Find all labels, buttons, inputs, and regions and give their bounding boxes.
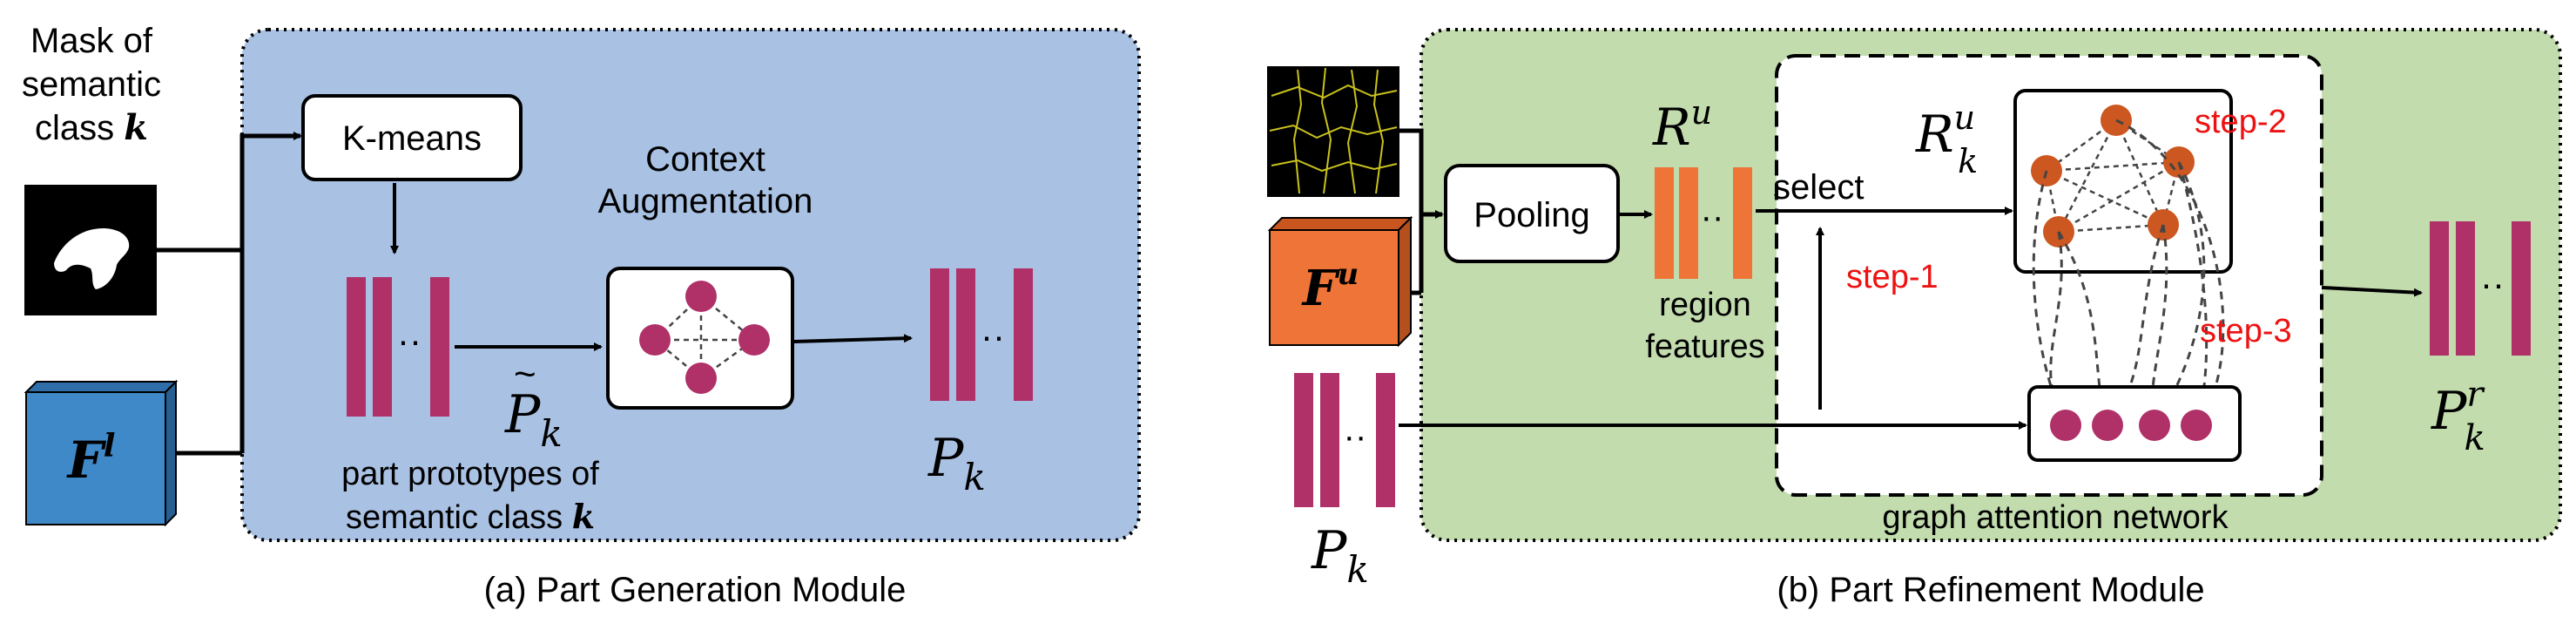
part-label-class-words: semantic class: [346, 499, 563, 536]
context-node: [685, 281, 717, 312]
context-node: [685, 363, 717, 394]
kmeans-box: [301, 94, 523, 181]
context-node: [639, 324, 671, 356]
feature-fu-cube-top: [1267, 217, 1413, 231]
output-bar-1: [930, 268, 949, 401]
part-label-line1: part prototypes of: [341, 456, 599, 492]
prototype-bar-1: [347, 277, 366, 417]
feature-fl-cube-top: [24, 381, 179, 393]
refined-dots: ··: [2480, 263, 2505, 304]
mask-label-line3: class k: [35, 107, 148, 148]
select-label: select: [1773, 168, 1865, 207]
panel-a-caption: (a) Part Generation Module: [484, 571, 907, 609]
pk-label-b: Pk: [1311, 520, 1369, 591]
context-node: [738, 324, 770, 356]
mask-label-line2: semantic: [22, 65, 161, 104]
prototype-node: [2092, 410, 2123, 441]
prototype-bar-2: [373, 277, 392, 417]
region-label-line1: region: [1659, 287, 1751, 323]
refined-bar-1: [2430, 221, 2449, 356]
prototype-node-box: [2027, 385, 2242, 462]
refined-bar-2: [2456, 221, 2475, 356]
refined-bar-3: [2512, 221, 2531, 356]
part-label-line2: semantic class k: [346, 497, 595, 536]
region-label-line2: features: [1645, 329, 1764, 365]
superpixel-boundaries: [1269, 67, 1398, 194]
region-bar-1: [1655, 167, 1674, 279]
output-bar-2: [956, 268, 975, 401]
step2-label: step-2: [2195, 104, 2287, 140]
input-prototype-bar-2: [1320, 373, 1339, 507]
step1-label: step-1: [1846, 259, 1939, 295]
feature-fu-cube-side: [1398, 215, 1412, 348]
feature-fu-label: Fu: [1301, 257, 1359, 317]
context-label-line1: Context: [645, 140, 765, 179]
region-bar-2: [1679, 167, 1698, 279]
to-output-arrow: [793, 334, 913, 343]
prototype-bar-3: [430, 277, 449, 417]
part-label-class-symbol: k: [572, 497, 595, 536]
mask-label-line1: Mask of: [30, 22, 153, 60]
input-prototype-dots: ··: [1344, 417, 1367, 456]
context-label-line2: Augmentation: [598, 182, 813, 220]
feature-fu-cube: [1269, 229, 1399, 346]
prototype-dots: ··: [397, 320, 421, 361]
pooling-label: Pooling: [1473, 196, 1589, 234]
ptilde-tilde: ~: [514, 353, 536, 396]
refined-output-arrow: [2321, 286, 2423, 297]
prototype-node: [2050, 410, 2081, 441]
output-dots: ··: [981, 315, 1005, 356]
region-dots: ··: [1701, 198, 1724, 236]
prototype-node: [2139, 410, 2170, 441]
output-bar-3: [1014, 268, 1033, 401]
panel-b-caption: (b) Part Refinement Module: [1777, 571, 2204, 609]
superpixel-connector: [1399, 128, 1424, 293]
mask-label-class-symbol: k: [124, 107, 148, 148]
feature-fl-label: Fl: [66, 428, 116, 490]
feature-fl-cube: [25, 391, 166, 525]
step3-label: step-3: [2200, 313, 2292, 349]
region-bar-3: [1733, 167, 1752, 279]
input-prototype-bar-3: [1376, 373, 1395, 507]
ptilde-label: Pk: [504, 384, 563, 455]
input-prototype-bar-1: [1294, 373, 1313, 507]
gat-label: graph attention network: [1882, 499, 2229, 536]
pk-label-a: Pk: [927, 428, 986, 498]
prototype-node: [2181, 410, 2212, 441]
mask-silhouette-icon: [54, 228, 130, 289]
mask-label-class-word: class: [35, 109, 114, 147]
pooling-box: [1444, 164, 1620, 263]
feature-fl-cube-side: [165, 379, 177, 527]
ru-label: Ru: [1652, 93, 1712, 157]
kmeans-label: K-means: [342, 119, 482, 158]
merge-connector: [239, 132, 302, 453]
